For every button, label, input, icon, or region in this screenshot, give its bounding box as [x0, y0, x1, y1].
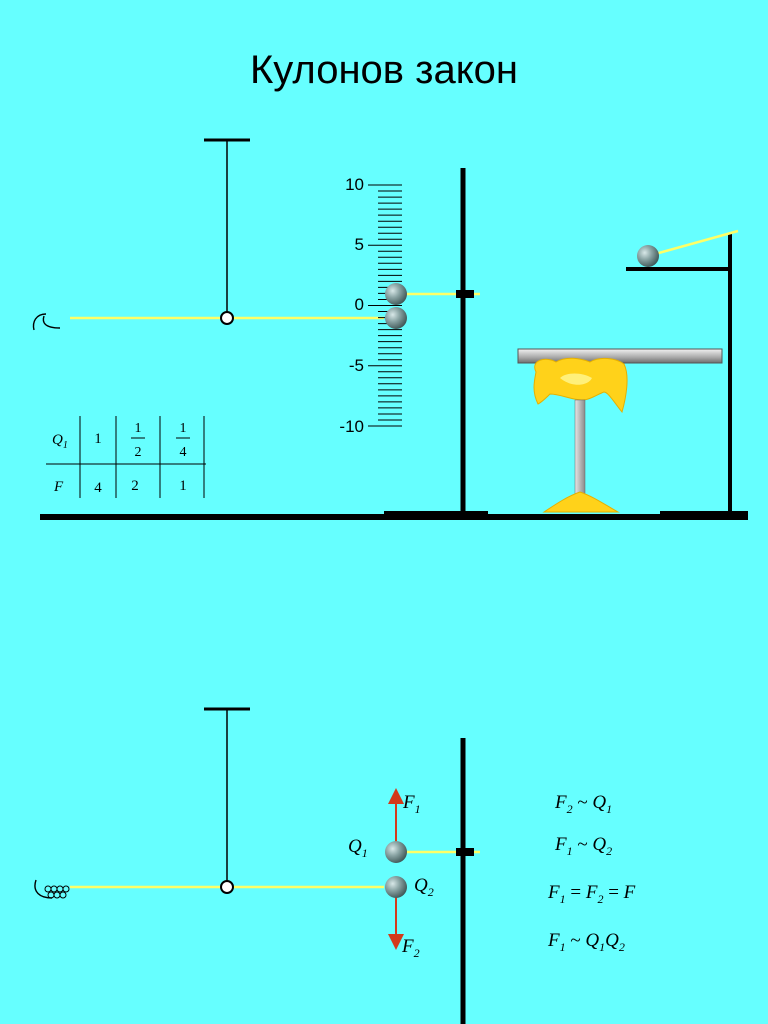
bottom-torsion-balance	[34, 707, 384, 899]
table-header-q: Q1	[52, 432, 68, 451]
charger-thread	[647, 229, 739, 258]
top-moving-ball	[385, 307, 407, 329]
top-stand-clamp	[456, 290, 474, 298]
equation-f1-equals-f2-equals-f: F1 = F2 = F	[547, 882, 636, 906]
bottom-stand-clamp	[456, 848, 474, 856]
charger-ball	[637, 245, 659, 267]
top-base-foot-left	[384, 511, 488, 517]
scale-label-10: 10	[345, 175, 364, 194]
equation-f2-proportional-q1: F2 ~ Q1	[554, 792, 612, 816]
flame-icon	[533, 357, 628, 414]
scale-label-minus10: -10	[339, 417, 364, 436]
table-q-frac-quarter-num: 1	[180, 421, 187, 436]
bottom-moving-ball	[385, 876, 407, 898]
bottom-counterweight-icon	[34, 879, 70, 899]
table-q-value-1: 1	[94, 431, 102, 447]
bottom-pivot	[220, 880, 234, 894]
burner	[517, 348, 723, 513]
top-fixed-ball	[385, 283, 407, 305]
table-f-value-4: 4	[94, 480, 102, 496]
label-q1: Q1	[348, 836, 368, 860]
scale-label-minus5: -5	[349, 356, 364, 375]
table-f-value-2: 2	[131, 478, 139, 494]
equation-f1-proportional-q1q2: F1 ~ Q1Q2	[547, 930, 625, 954]
top-pivot	[220, 311, 234, 325]
top-torsion-balance	[32, 138, 384, 331]
equation-f1-proportional-q2: F1 ~ Q2	[554, 834, 612, 858]
label-f1: F1	[402, 792, 421, 816]
table-header-f: F	[53, 479, 64, 495]
bottom-fixed-ball	[385, 841, 407, 863]
label-f2: F2	[401, 936, 420, 960]
page-title: Кулонов закон	[249, 48, 519, 92]
table-q-frac-quarter-den: 4	[180, 445, 187, 460]
top-base-foot-right	[660, 511, 748, 517]
table-q-frac-half-num: 1	[135, 421, 142, 436]
flame-core	[560, 373, 592, 385]
table-q-frac-half-den: 2	[135, 445, 142, 460]
table-f-value-1: 1	[179, 478, 187, 494]
scale-label-0: 0	[355, 295, 364, 314]
burner-base	[542, 491, 620, 513]
scale-label-5: 5	[355, 235, 364, 254]
scale	[368, 184, 402, 427]
label-q2: Q2	[414, 875, 434, 899]
top-counterweight-hook-icon	[32, 313, 61, 331]
burner-post	[574, 399, 586, 497]
charge-force-table: Q1 1 1 2 1 4 F 4 2 1	[46, 416, 206, 498]
